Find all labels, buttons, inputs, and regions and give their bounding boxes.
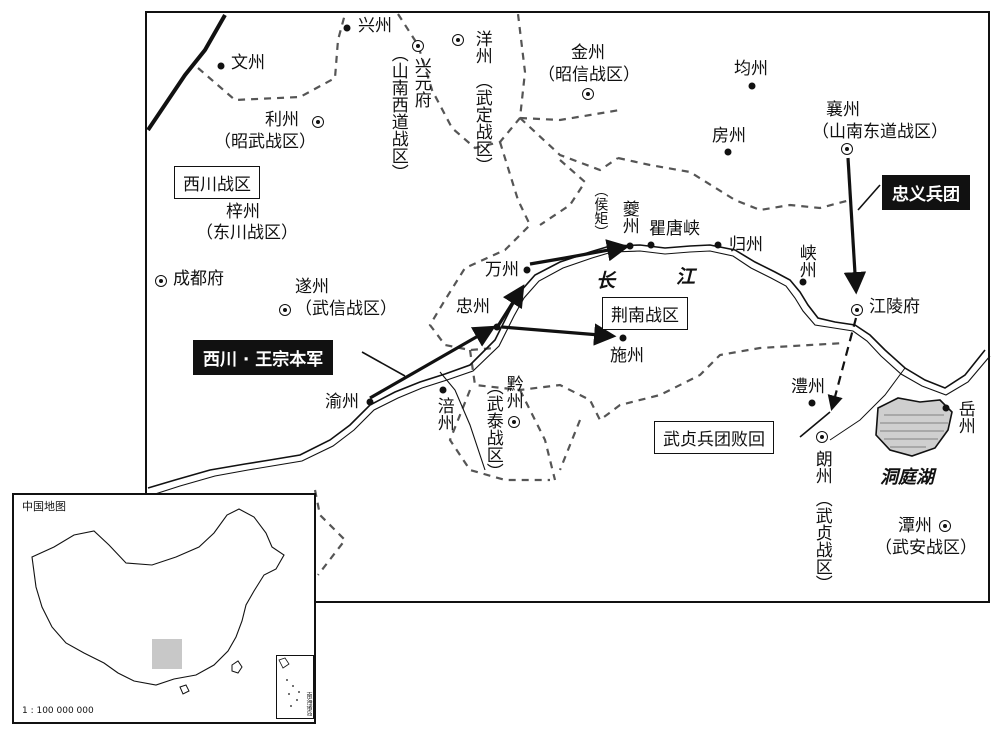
shannan-dong-label: （山南东道战区） [812,122,948,142]
south-sea-islands [278,657,300,707]
suizhou-label: 遂州 [295,277,329,297]
wanzhou-label: 万州 [485,260,519,280]
river-label-chang: 长 [596,270,616,292]
shizhou-label: 施州 [610,346,644,366]
inset-scale: 1 : 100 000 000 [22,706,94,716]
fangzhou-marker [724,148,732,156]
chengdu-label: 成都府 [173,269,224,289]
wuzhen-label: （武贞战区） [811,490,832,592]
yangzhou-marker [452,34,464,46]
xingzhou-marker [343,24,351,32]
tanzhou-label: 潭州 [898,516,932,536]
tributary-south [829,367,906,441]
guizhou-label: 归州 [729,235,763,255]
xiazhou-marker [799,278,807,286]
lake-label: 洞庭湖 [880,467,934,488]
xiazhou-label: 峡州 [795,244,816,278]
pointer-zhongyi [857,184,881,211]
junzhou-label: 均州 [734,59,768,79]
junzhou-marker [748,82,756,90]
wujiang-tributary [439,371,486,471]
arrow-wuzhen-retreat [827,317,858,411]
houju-text: 侯矩 [592,197,609,225]
zizhou-label: 梓州 [226,202,260,222]
zhongzhou-label: 忠州 [456,297,490,317]
arrow-zhongzhou-wanzhou [496,284,525,327]
dongting-lake [875,397,953,457]
zone-boundaries [197,13,851,576]
qutangxia-marker [647,241,655,249]
wenzhou-marker [217,62,225,70]
kuizhou-marker [626,242,634,250]
zhongzhou-marker [493,323,501,331]
wang-army-box: 西川 · 王宗本军 [193,340,334,375]
qianzhou-label: 黔州 [502,375,523,409]
yuezhou-marker [942,404,950,412]
inset-title: 中国地图 [22,500,66,513]
pointer-wuzhen [799,411,831,438]
yangzhou-label: 洋州 [471,30,492,64]
jinzhou-label: 金州 [571,43,605,63]
arrow-wanzhou-kuizhou [529,239,630,266]
jinzhou-marker [582,88,594,100]
shizhou-marker [619,334,627,342]
wanzhou-marker [523,266,531,274]
tanzhou-marker [939,520,951,532]
inset-highlight-region [152,639,182,669]
wuxin-label: （武信战区） [295,299,397,319]
northwest-border [146,14,227,132]
arrow-xiangzhou-jiangling [843,157,867,295]
xichuan-zone-box: 西川战区 [174,166,260,199]
map-frame [145,11,990,603]
fuzhou-label: 涪州 [433,397,454,431]
china-inset-map: 中国地图 南海诸岛 1 : 100 000 000 [12,493,316,724]
pointer-wang-army [361,351,406,377]
xingyuan-label: 兴元府 [410,57,431,108]
fangzhou-label: 房州 [712,126,746,146]
jingnan-zone-box: 荆南战区 [602,297,688,330]
arrow-zhongzhou-shizhou [501,323,617,346]
yuezhou-label: 岳州 [954,400,975,434]
china-outline [31,508,285,695]
lizhou-south-label: 澧州 [791,377,825,397]
dongchuan-label: （东川战区） [196,223,298,243]
kuizhou-label: 夔州 [618,200,639,234]
lizhou-marker [312,116,324,128]
lizhou-label: 利州 [265,110,299,130]
lake-hatching [880,414,948,448]
xingzhou-label: 兴州 [358,16,392,36]
jiangling-label: 江陵府 [869,297,920,317]
qianzhou-marker [508,416,520,428]
xingyuan-marker [412,40,424,52]
river-label-jiang: 江 [676,266,696,288]
zhaowu-label: （昭武战区） [214,132,316,152]
langzhou-marker [816,431,828,443]
qutangxia-label: 瞿唐峡 [649,219,700,239]
fuzhou-marker [439,386,447,394]
south-sea-box: 南海诸岛 [276,655,314,719]
south-sea-label: 南海诸岛 [305,692,312,716]
wuzhen-retreat-box: 武贞兵团败回 [654,421,774,454]
lizhou-south-marker [808,399,816,407]
guizhou-marker [714,241,722,249]
yuzhou-marker [366,398,374,406]
yuzhou-label: 渝州 [325,392,359,412]
langzhou-label: 朗州 [811,450,832,484]
houju-label: （侯矩） [592,183,609,239]
arrow-yuzhou-zhongzhou [369,325,496,400]
xiangzhou-marker [841,143,853,155]
suizhou-marker [279,304,291,316]
xiangzhou-label: 襄州 [826,100,860,120]
march-arrows [369,157,867,400]
shannan-xi-label: （山南西道战区） [387,45,408,181]
wuding-label: （武定战区） [471,72,492,174]
chengdu-marker [155,275,167,287]
wuan-label: （武安战区） [875,538,977,558]
wutai-label: （武泰战区） [482,378,503,480]
zhaoxin-label: （昭信战区） [538,65,640,85]
wenzhou-label: 文州 [231,53,265,73]
jiangling-marker [851,304,863,316]
zhongyi-box: 忠义兵团 [882,175,970,210]
